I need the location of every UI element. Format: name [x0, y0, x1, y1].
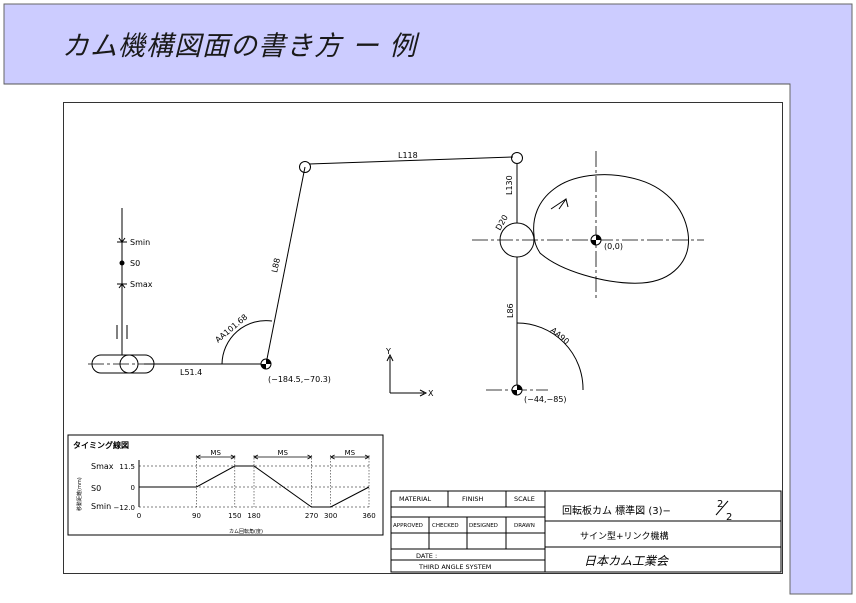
tb-fraction-den: 2 [726, 512, 732, 523]
drawing-sheet: L118 L130 L88 L86 L51.4 D20 AA101.68 AA9… [63, 102, 783, 574]
timing-x-tick-label: 150 [228, 512, 241, 520]
tb-date: DATE : [416, 552, 437, 560]
timing-x-tick-label: 270 [305, 512, 318, 520]
timing-ms-arrow-right [230, 454, 236, 460]
title-block [390, 490, 782, 573]
pivot-origin-symbol [590, 234, 602, 246]
timing-diagram: タイミング線図 移動距離(mm) カム回転角(度) Smax S0 Smin 1… [67, 434, 384, 536]
pivot-bottom-symbol [511, 384, 523, 396]
label-l118: L118 [398, 151, 418, 160]
timing-title: タイミング線図 [73, 440, 129, 450]
timing-row-label-smin: Smin [91, 502, 111, 511]
pin-joint-top-right [511, 152, 523, 164]
mechanism-drawing: L118 L130 L88 L86 L51.4 D20 AA101.68 AA9… [67, 151, 782, 573]
pin-joint-top-left [299, 161, 311, 173]
timing-ms-arrow-right [307, 454, 313, 460]
timing-curve [139, 465, 370, 508]
tb-checked: CHECKED [432, 523, 459, 529]
timing-y-tick-label: −12.0 [114, 504, 135, 512]
link-l118 [308, 156, 514, 165]
label-axis-y: Y [385, 347, 391, 356]
tb-fraction-bar [715, 500, 729, 516]
tb-angle-system: THIRD ANGLE SYSTEM [418, 563, 491, 571]
cam-arrow-line [550, 198, 567, 210]
cam-arrow-head [558, 197, 569, 210]
stroke-arrow-down [118, 283, 126, 289]
stroke-arrow-up [118, 237, 126, 243]
label-l86: L86 [506, 303, 515, 318]
timing-x-tick-label: 360 [362, 512, 375, 520]
label-pivot-bottom: (−44,−85) [524, 395, 567, 404]
label-d20: D20 [494, 213, 510, 232]
label-l130: L130 [505, 175, 514, 195]
tb-scale: SCALE [514, 495, 535, 503]
timing-x-tick-label: 90 [192, 512, 201, 520]
timing-ms-arrow-left [253, 454, 259, 460]
timing-x-tick-label: 0 [137, 512, 141, 520]
label-aa90: AA90 [549, 326, 571, 347]
label-s0: S0 [130, 259, 140, 268]
timing-ms-label: MS [210, 449, 221, 457]
tb-finish: FINISH [462, 495, 484, 503]
tb-company: 日本カム工業会 [584, 554, 670, 568]
label-l51: L51.4 [180, 368, 202, 377]
timing-x-tick-label: 300 [324, 512, 337, 520]
tb-designed: DESIGNED [469, 523, 498, 529]
link-l88 [265, 166, 306, 365]
axis-y-arrow [386, 353, 394, 362]
timing-ms-arrow-left [329, 454, 335, 460]
label-pivot-left: (−184.5,−70.3) [268, 375, 331, 384]
tb-mechanism: サイン型+リンク機構 [580, 530, 669, 542]
tb-drawn: DRAWN [514, 523, 535, 529]
timing-ms-arrow-left [195, 454, 201, 460]
page-title: カム機構図面の書き方 ー 例 [62, 31, 418, 62]
timing-ms-label: MS [278, 449, 289, 457]
tb-approved: APPROVED [393, 523, 423, 529]
cam-profile [533, 174, 689, 284]
timing-y-tick-label: 11.5 [119, 463, 135, 471]
label-smin: Smin [130, 238, 150, 247]
timing-ylabel: 移動距離(mm) [76, 477, 83, 511]
timing-ms-label: MS [345, 449, 356, 457]
pivot-left-symbol [260, 358, 272, 370]
tb-material: MATERIAL [399, 495, 432, 503]
timing-ms-arrow-right [364, 454, 370, 460]
timing-x-tick-label: 180 [247, 512, 260, 520]
s0-marker [119, 260, 125, 266]
timing-row-label-s0: S0 [91, 484, 101, 493]
label-axis-x: X [428, 389, 434, 398]
timing-y-tick-label: 0 [131, 484, 135, 492]
timing-xlabel: カム回転角(度) [229, 528, 263, 535]
arc-aa101 [221, 320, 273, 365]
tb-drawing-title: 回転板カム 標準図 (3)− [562, 504, 671, 517]
arc-aa90 [516, 322, 584, 391]
label-l88: L88 [270, 257, 282, 273]
label-origin: (0,0) [604, 242, 623, 251]
label-smax: Smax [130, 280, 153, 289]
axis-x-arrow [419, 389, 428, 397]
timing-row-label-smax: Smax [91, 462, 114, 471]
timing-frame [67, 434, 384, 536]
label-aa101: AA101.68 [214, 312, 250, 344]
tb-fraction-num: 2 [717, 499, 723, 510]
